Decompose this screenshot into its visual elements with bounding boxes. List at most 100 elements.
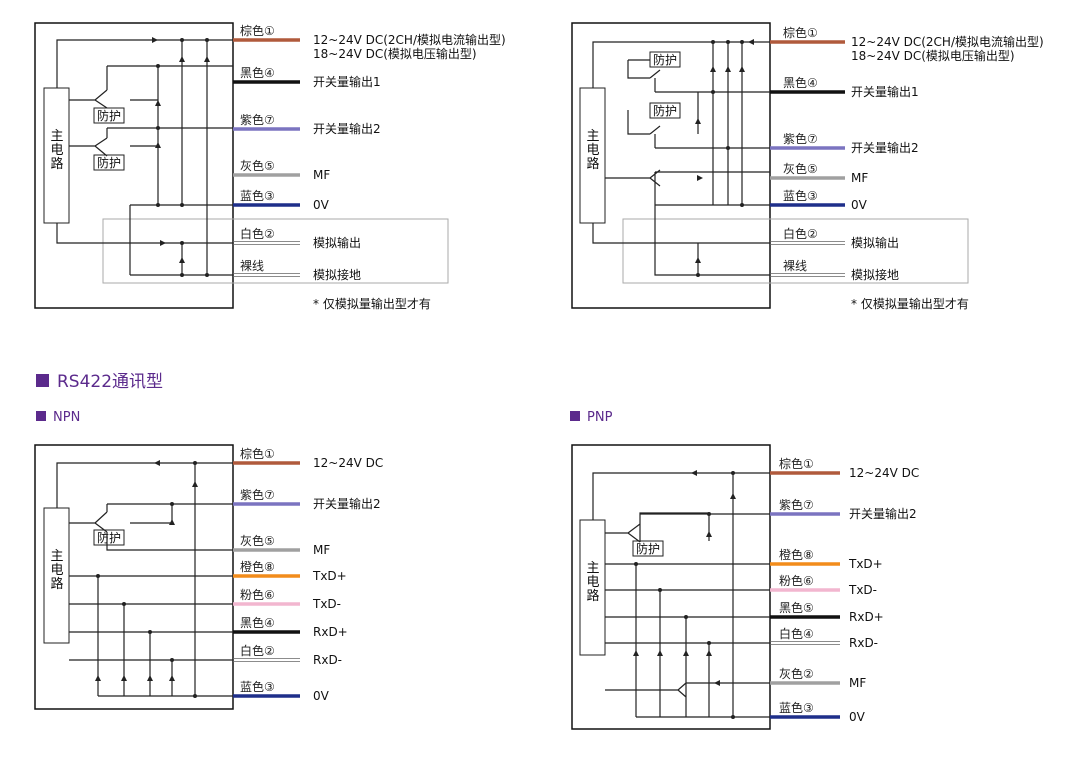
diode-icon — [691, 470, 697, 476]
junction — [193, 461, 197, 465]
wire-color-label: 橙色⑧ — [240, 559, 275, 574]
junction — [156, 64, 160, 68]
diode-icon — [657, 650, 663, 656]
wire-function-label: TxD+ — [312, 569, 347, 583]
protect-label: 防护 — [97, 155, 121, 170]
diode-icon — [154, 460, 160, 466]
wire-function-label: 0V — [851, 198, 868, 212]
wire-function-label: TxD+ — [848, 557, 883, 571]
diode-icon — [710, 66, 716, 72]
diode-icon — [155, 100, 161, 106]
junction — [711, 40, 715, 44]
main-circuit-char: 电 — [586, 575, 599, 590]
junction — [731, 715, 735, 719]
protect-label: 防护 — [636, 541, 660, 556]
main-circuit-char: 主 — [50, 549, 63, 564]
junction — [726, 146, 730, 150]
junction — [180, 38, 184, 42]
junctions — [696, 40, 744, 277]
diode-icon — [739, 66, 745, 72]
protect-box — [632, 540, 664, 557]
wire-function-label: 开关量输出2 — [849, 506, 917, 521]
wire-function-label: MF — [849, 676, 866, 690]
junction — [726, 40, 730, 44]
junction — [180, 241, 184, 245]
wire-function-label: 开关量输出1 — [851, 84, 919, 99]
diodes — [633, 470, 736, 686]
wire-color-label: 黑色④ — [783, 76, 818, 90]
wire-color-label: 橙色⑧ — [779, 547, 814, 562]
junction — [740, 40, 744, 44]
diode-icon — [152, 37, 158, 43]
junction — [180, 273, 184, 277]
main-circuit-char: 主 — [586, 561, 599, 576]
main-circuit-label: 主电路 — [586, 129, 599, 172]
junction — [205, 38, 209, 42]
diode-icon — [169, 519, 175, 525]
junction — [707, 641, 711, 645]
wire-color-label: 紫色⑦ — [240, 113, 275, 127]
wire-function-label: RxD- — [313, 653, 342, 667]
wire-color-label: 灰色② — [779, 667, 814, 681]
junction — [156, 126, 160, 130]
wire-color-label: 紫色⑦ — [240, 488, 275, 502]
junction — [193, 694, 197, 698]
wire-color-label: 黑色④ — [240, 66, 275, 80]
junction — [634, 562, 638, 566]
wire-function-label: TxD- — [312, 597, 341, 611]
main-circuit-char: 电 — [586, 143, 599, 158]
junction — [156, 203, 160, 207]
wire-color-label: 蓝色③ — [240, 189, 275, 203]
wire-function-label: TxD- — [848, 583, 877, 597]
protect-box — [93, 529, 125, 546]
protect-label: 防护 — [97, 530, 121, 545]
main-circuit-block — [43, 87, 70, 224]
protect-label: 防护 — [653, 52, 677, 67]
analog-option-box — [102, 218, 449, 284]
wire-color-label: 棕色① — [240, 446, 275, 461]
diode-icon — [730, 493, 736, 499]
diode-icon — [683, 650, 689, 656]
analog-note: * 仅模拟量输出型才有 — [851, 296, 969, 311]
protect-label: 防护 — [653, 103, 677, 118]
junctions — [156, 38, 209, 277]
protect-box — [93, 107, 125, 124]
wire-function-label: RxD+ — [849, 610, 884, 624]
wire-function-label: MF — [313, 543, 330, 557]
wire-function-label: 12~24V DC — [849, 466, 919, 480]
diode-icon — [697, 175, 703, 181]
junction — [707, 512, 711, 516]
wire-function-label: 模拟输出 — [851, 235, 899, 250]
wire-color-label: 灰色⑤ — [240, 534, 275, 548]
junction — [205, 273, 209, 277]
wire-function-label: 12~24V DC(2CH/模拟电流输出型) — [851, 34, 1044, 49]
wire-color-label: 棕色① — [779, 456, 814, 471]
diode-icon — [695, 257, 701, 263]
main-circuit-label: 主电路 — [50, 129, 63, 172]
junction — [122, 602, 126, 606]
wire-color-label: 灰色⑤ — [783, 162, 818, 176]
wire-color-label: 白色② — [783, 226, 818, 241]
diodes — [95, 460, 198, 681]
npn-marker — [36, 411, 46, 421]
main-circuit-label: 主电路 — [586, 561, 599, 604]
wire-function-label: 12~24V DC — [313, 456, 383, 470]
npn-label: NPN — [53, 410, 80, 425]
junction — [148, 630, 152, 634]
wire-color-label: 紫色⑦ — [783, 132, 818, 146]
junction — [711, 90, 715, 94]
wire-color-label: 裸线 — [240, 258, 264, 273]
junction — [696, 273, 700, 277]
main-circuit-char: 电 — [50, 563, 63, 578]
analog-note: * 仅模拟量输出型才有 — [313, 296, 431, 311]
wire-function-label: 开关量输出1 — [313, 74, 381, 89]
diode-icon — [204, 56, 210, 62]
diode-icon — [155, 142, 161, 148]
wire-function-label: RxD- — [849, 636, 878, 650]
wire-color-label: 棕色① — [783, 25, 818, 40]
junctions — [96, 461, 197, 698]
